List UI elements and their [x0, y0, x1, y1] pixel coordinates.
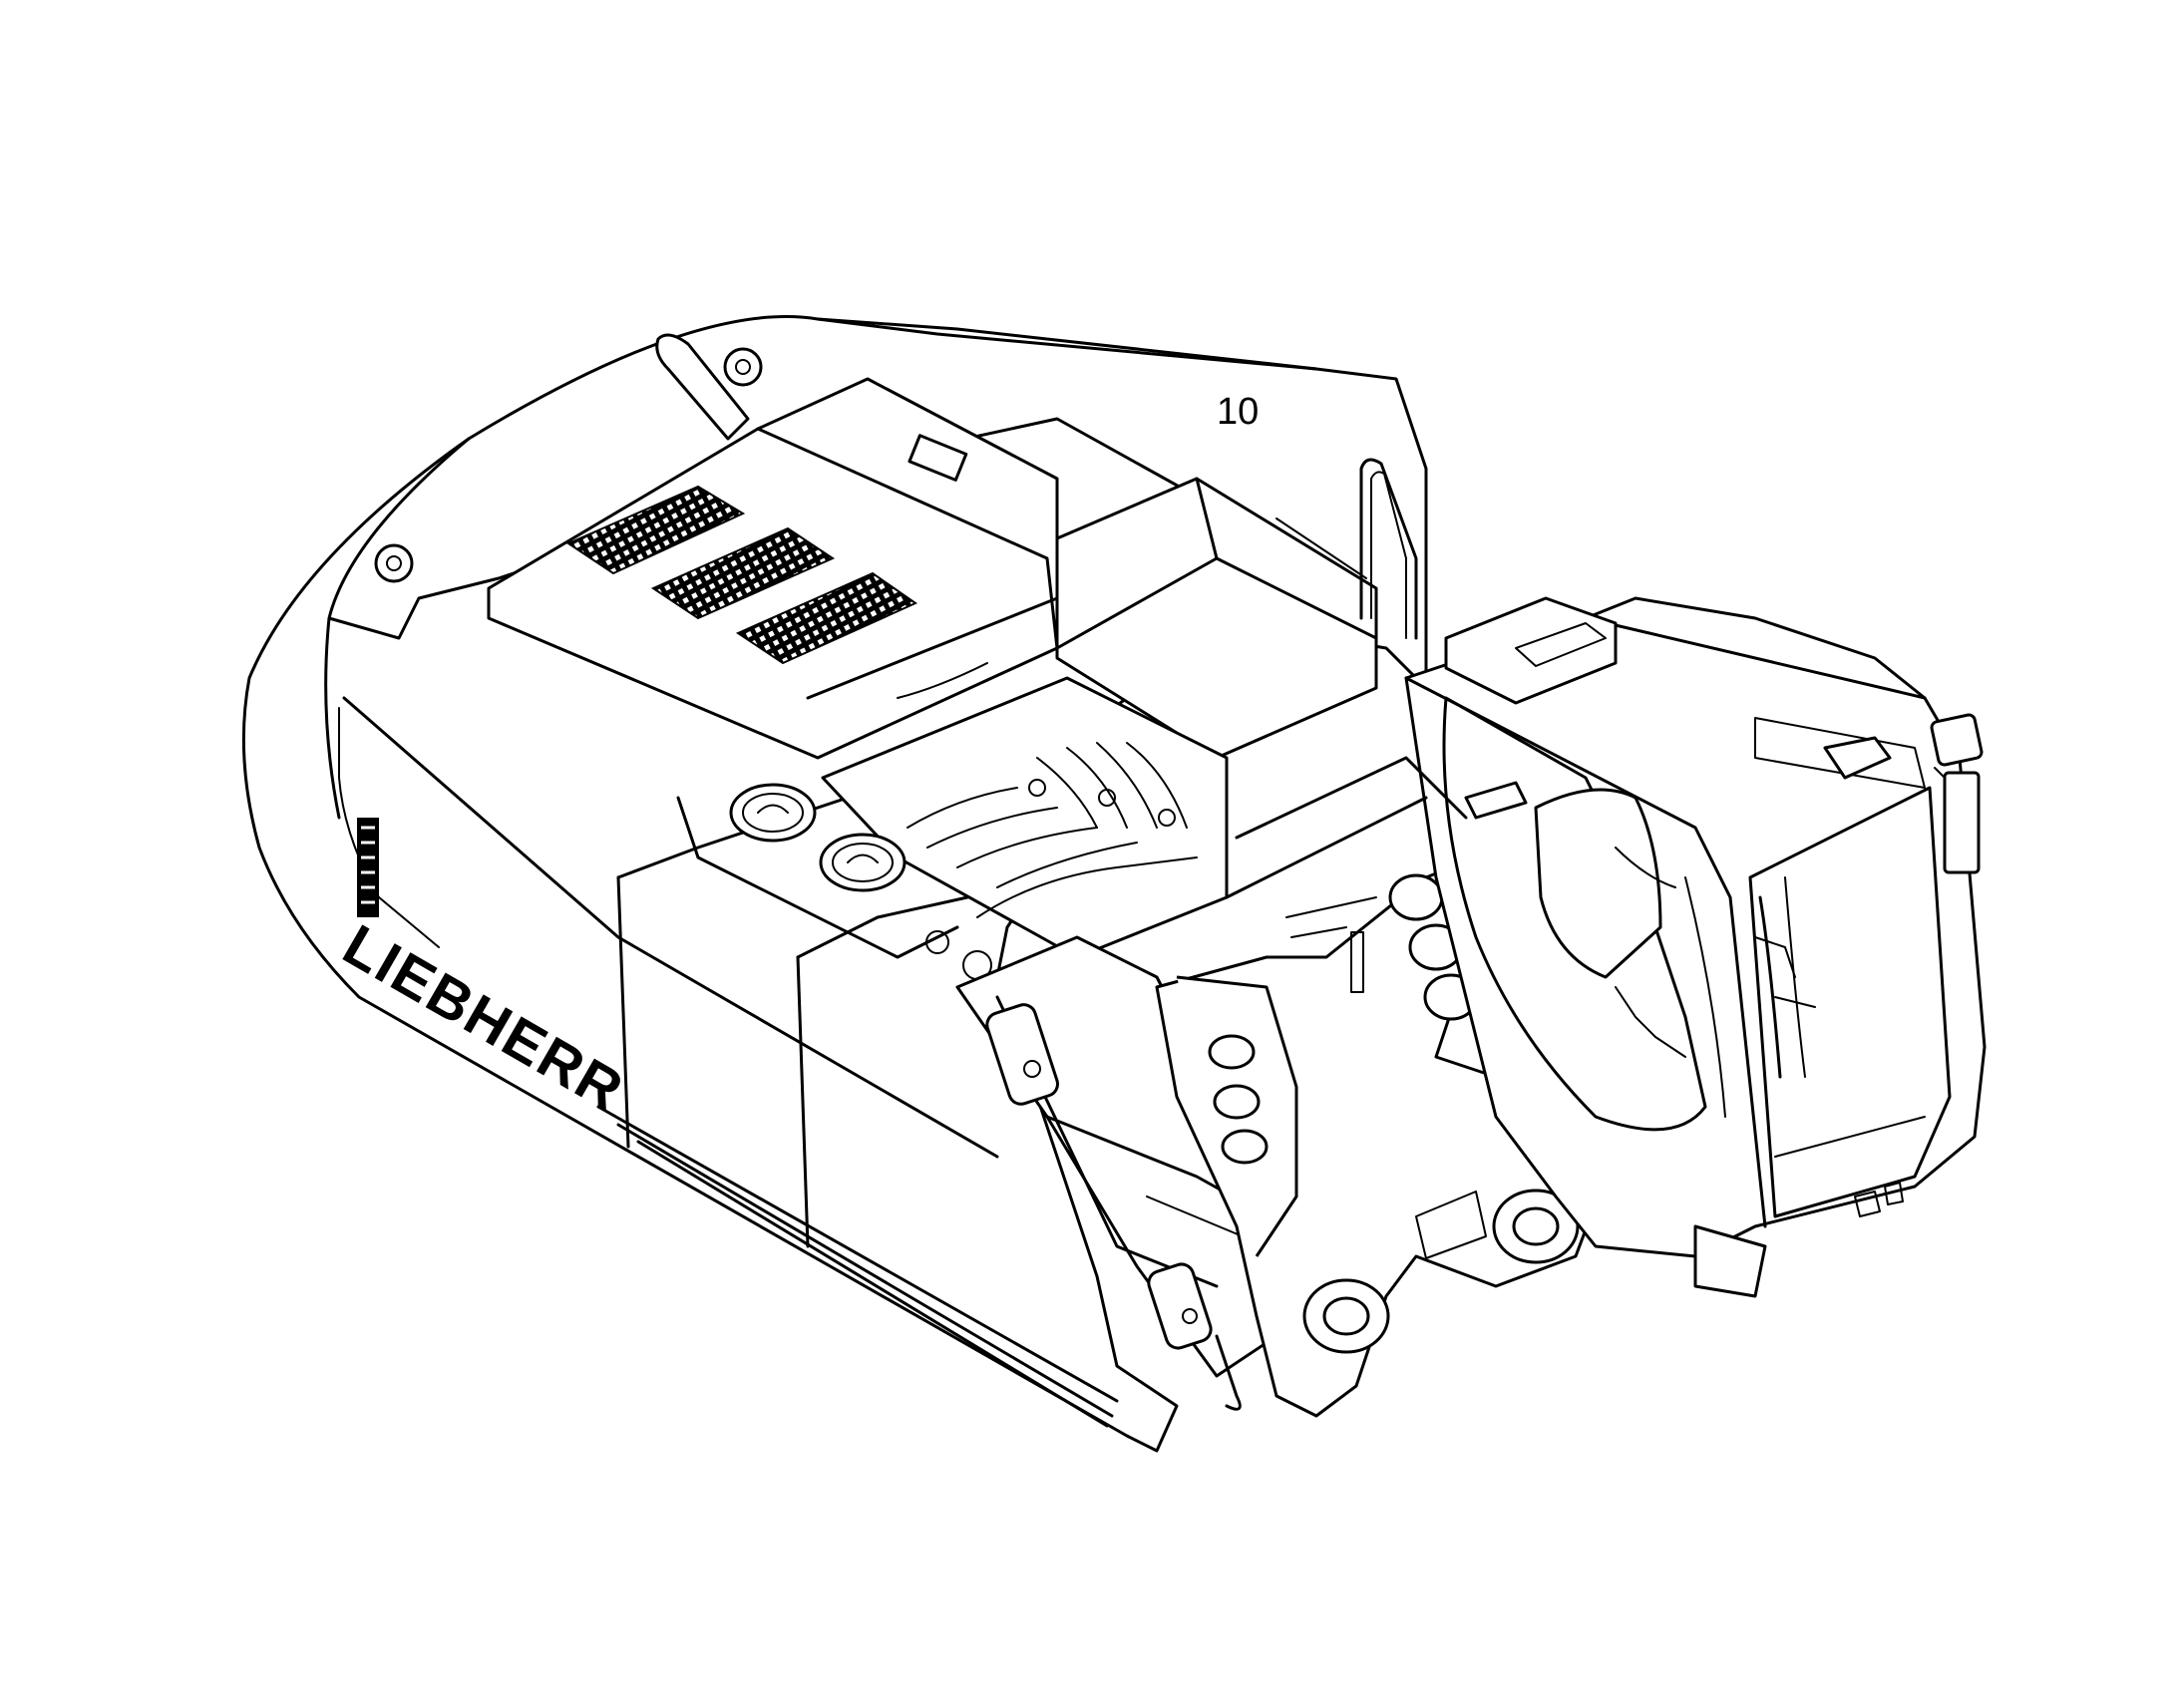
- side-stripes: [596, 1105, 1119, 1428]
- callout-number: 10: [1217, 391, 1259, 433]
- exhaust-pipe: [655, 333, 750, 441]
- lifting-points: [374, 347, 763, 583]
- boom-mount-frame: [1155, 855, 1608, 1418]
- callout-label: 10: [1217, 391, 1259, 433]
- walkway: [1225, 756, 1468, 899]
- right-compartment: [1055, 477, 1378, 760]
- handrail: [1359, 458, 1418, 640]
- access-step-frame: [955, 935, 1288, 1411]
- side-vent: [357, 818, 379, 917]
- operator-cab: [1404, 596, 1987, 1298]
- engine-hood: [487, 377, 1059, 760]
- filler-caps: [676, 783, 1101, 990]
